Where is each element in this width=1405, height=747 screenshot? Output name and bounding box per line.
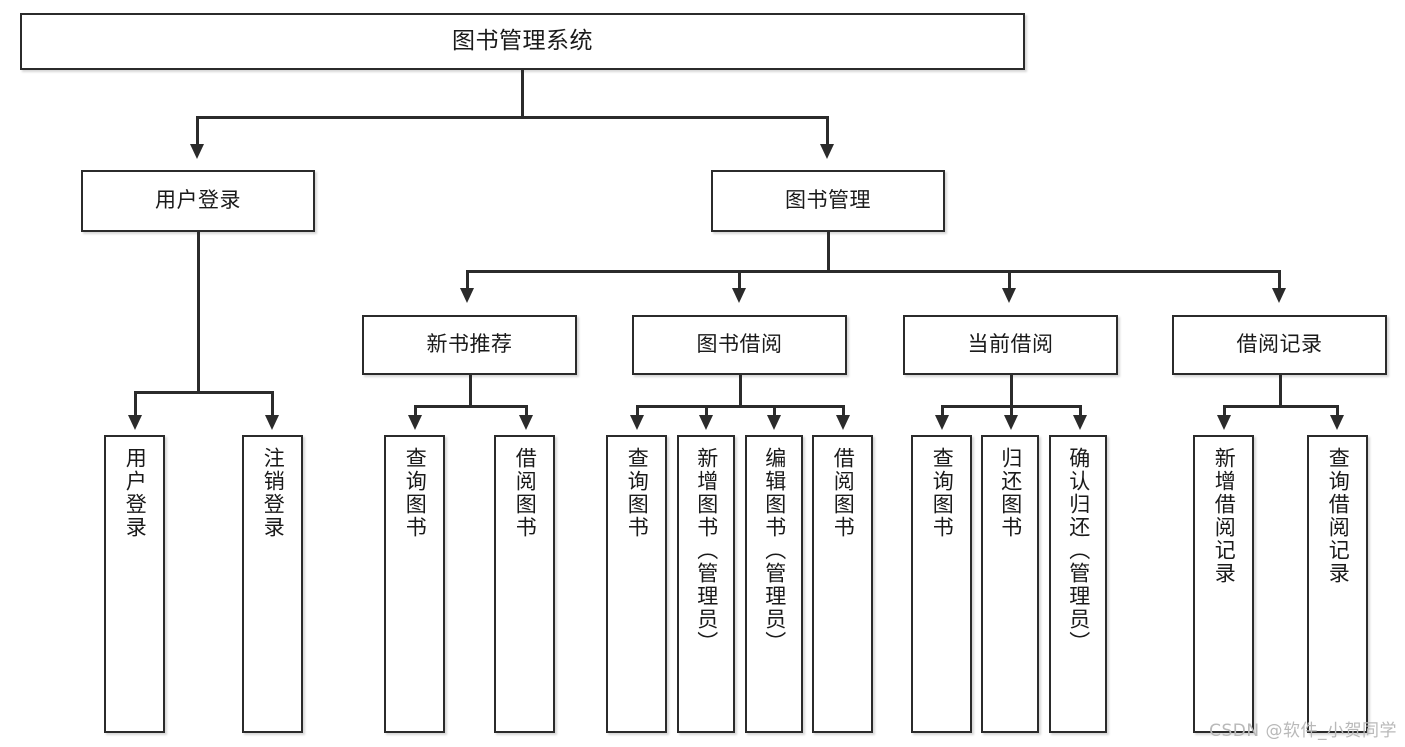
node-label: 编辑图书（管理员） (762, 447, 787, 654)
connector-to-leaf (1079, 405, 1082, 417)
node-label: 注销登录 (261, 447, 286, 539)
leaf-user-login-login[interactable]: 用户登录 (104, 435, 165, 733)
node-label: 查询图书 (403, 447, 428, 539)
connector-to-leaf (941, 405, 944, 417)
node-label: 查询图书 (625, 447, 650, 539)
arrow-down-icon (732, 288, 746, 303)
arrow-down-icon (1272, 288, 1286, 303)
node-book-management[interactable]: 图书管理 (711, 170, 945, 232)
connector-borrow-record-bus (1223, 405, 1336, 408)
arrow-down-icon (190, 144, 204, 159)
connector-book-borrow-bus (636, 405, 843, 408)
connector-to-borrow-record (1278, 270, 1281, 290)
connector-to-leaf (1223, 405, 1226, 417)
node-root-book-management-system[interactable]: 图书管理系统 (20, 13, 1025, 70)
arrow-down-icon (460, 288, 474, 303)
connector-user-login-bus (134, 391, 273, 394)
node-label: 查询图书 (930, 447, 955, 539)
arrow-down-icon (935, 415, 949, 430)
connector-to-new-book (466, 270, 469, 290)
connector-current-borrow-stem (1010, 375, 1013, 407)
arrow-down-icon (128, 415, 142, 430)
node-label: 新增借阅记录 (1212, 447, 1237, 585)
leaf-current-borrow-return-book[interactable]: 归还图书 (981, 435, 1039, 733)
arrow-down-icon (1004, 415, 1018, 430)
arrow-down-icon (265, 415, 279, 430)
connector-to-leaf (1336, 405, 1339, 417)
arrow-down-icon (1002, 288, 1016, 303)
leaf-book-borrow-add-book-admin[interactable]: 新增图书（管理员） (677, 435, 735, 733)
connector-new-book-bus (414, 405, 525, 408)
connector-to-leaf (134, 391, 137, 417)
connector-to-leaf (525, 405, 528, 417)
node-label: 图书管理 (785, 188, 871, 213)
arrow-down-icon (408, 415, 422, 430)
node-label: 借阅图书 (831, 447, 856, 539)
leaf-book-borrow-edit-book-admin[interactable]: 编辑图书（管理员） (745, 435, 803, 733)
leaf-current-borrow-confirm-return-admin[interactable]: 确认归还（管理员） (1049, 435, 1107, 733)
node-label: 新书推荐 (426, 332, 513, 357)
connector-level3-bus (466, 270, 1280, 273)
arrow-down-icon (1217, 415, 1231, 430)
node-label: 图书管理系统 (452, 28, 593, 55)
connector-to-leaf (842, 405, 845, 417)
node-label: 用户登录 (155, 188, 241, 213)
arrow-down-icon (699, 415, 713, 430)
arrow-down-icon (630, 415, 644, 430)
arrow-down-icon (1330, 415, 1344, 430)
connector-to-leaf (636, 405, 639, 417)
leaf-new-book-query-book[interactable]: 查询图书 (384, 435, 445, 733)
leaf-new-book-borrow-book[interactable]: 借阅图书 (494, 435, 555, 733)
connector-new-book-stem (469, 375, 472, 407)
connector-root-bus (196, 116, 828, 119)
node-label: 确认归还（管理员） (1066, 447, 1091, 654)
node-label: 图书借阅 (696, 332, 783, 357)
connector-to-book-borrow (738, 270, 741, 290)
leaf-book-borrow-borrow-book[interactable]: 借阅图书 (812, 435, 873, 733)
arrow-down-icon (1073, 415, 1087, 430)
connector-book-management-stem (827, 232, 830, 272)
node-label: 查询借阅记录 (1326, 447, 1351, 585)
node-label: 当前借阅 (967, 332, 1054, 357)
node-borrow-record[interactable]: 借阅记录 (1172, 315, 1387, 375)
leaf-user-login-logout[interactable]: 注销登录 (242, 435, 303, 733)
connector-to-current-borrow (1008, 270, 1011, 290)
node-label: 新增图书（管理员） (694, 447, 719, 654)
node-book-borrow[interactable]: 图书借阅 (632, 315, 847, 375)
leaf-borrow-record-query-record[interactable]: 查询借阅记录 (1307, 435, 1368, 733)
connector-book-borrow-stem (739, 375, 742, 407)
node-current-borrow[interactable]: 当前借阅 (903, 315, 1118, 375)
node-user-login[interactable]: 用户登录 (81, 170, 315, 232)
connector-root-to-book-management (826, 116, 829, 146)
connector-root-stem (521, 70, 524, 118)
connector-root-to-user-login (196, 116, 199, 146)
connector-user-login-stem (197, 232, 200, 393)
arrow-down-icon (519, 415, 533, 430)
connector-to-leaf (271, 391, 274, 417)
connector-borrow-record-stem (1279, 375, 1282, 407)
node-label: 借阅记录 (1236, 332, 1323, 357)
connector-to-leaf (773, 405, 776, 417)
csdn-watermark: CSDN @软件_小贺同学 (1209, 721, 1397, 741)
connector-to-leaf (705, 405, 708, 417)
leaf-current-borrow-query-book[interactable]: 查询图书 (911, 435, 972, 733)
leaf-borrow-record-add-record[interactable]: 新增借阅记录 (1193, 435, 1254, 733)
arrow-down-icon (836, 415, 850, 430)
node-label: 归还图书 (998, 447, 1023, 539)
leaf-book-borrow-query-book[interactable]: 查询图书 (606, 435, 667, 733)
node-label: 用户登录 (123, 447, 148, 539)
arrow-down-icon (820, 144, 834, 159)
connector-to-leaf (414, 405, 417, 417)
node-label: 借阅图书 (513, 447, 538, 539)
node-new-book-recommend[interactable]: 新书推荐 (362, 315, 577, 375)
arrow-down-icon (767, 415, 781, 430)
connector-to-leaf (1010, 405, 1013, 417)
